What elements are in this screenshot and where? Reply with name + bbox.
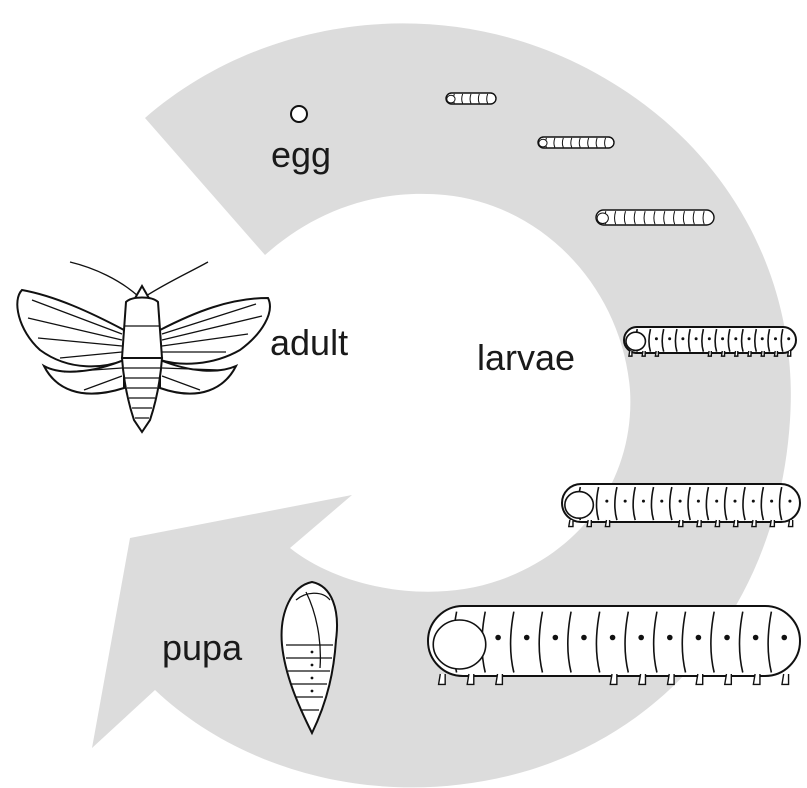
adult-moth-icon <box>17 262 270 432</box>
larva-instar-2 <box>538 137 614 148</box>
label-adult: adult <box>270 322 348 363</box>
egg-icon <box>291 106 307 122</box>
label-pupa: pupa <box>162 627 243 668</box>
larva-instar-3 <box>596 210 714 225</box>
label-egg: egg <box>271 134 331 175</box>
label-larvae: larvae <box>477 337 575 378</box>
larva-instar-1 <box>446 93 496 104</box>
larva-instar-6 <box>428 606 800 684</box>
larva-instar-5 <box>562 484 800 527</box>
larva-instar-4 <box>624 327 796 356</box>
